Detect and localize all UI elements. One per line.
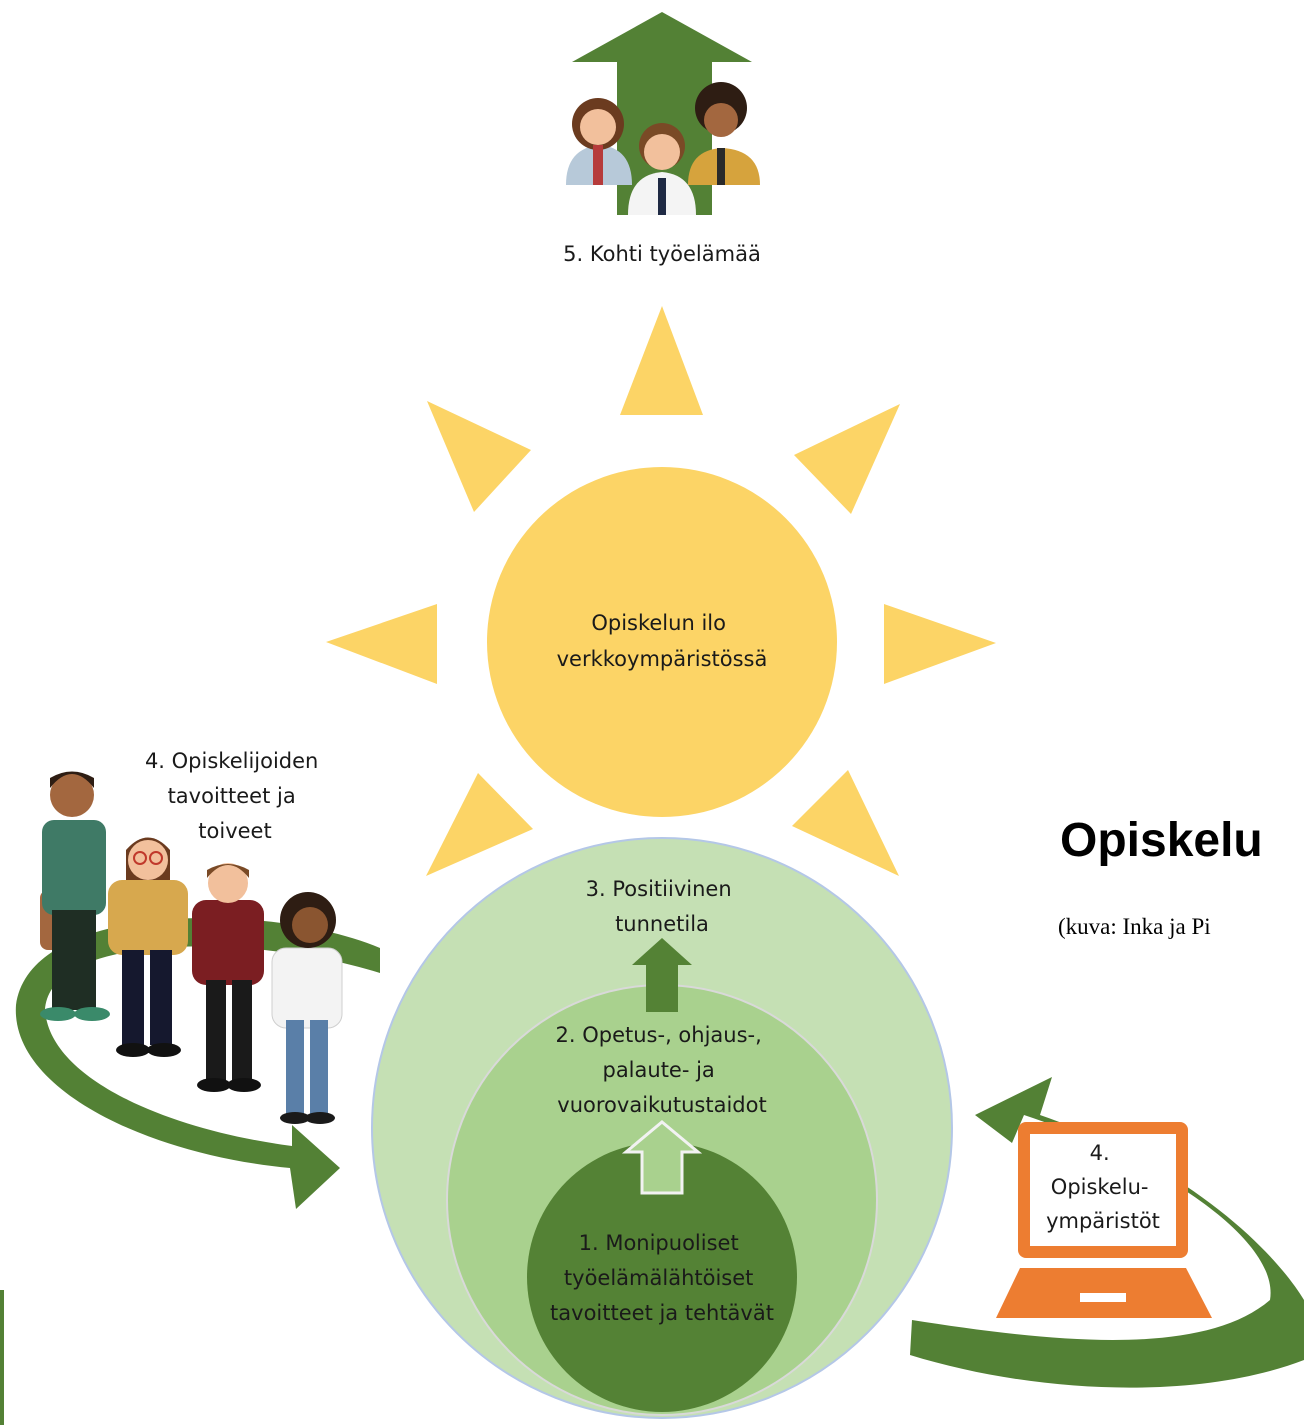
sun-ray-left	[326, 604, 437, 684]
outline-upward-arrow-icon	[621, 1120, 703, 1195]
sun-line-2: verkkoympäristössä	[557, 647, 768, 671]
career-arrow-group	[566, 12, 760, 215]
sun-rays	[326, 306, 996, 876]
upward-arrow-icon	[632, 938, 692, 1012]
student-figure-2	[108, 837, 188, 1057]
left-group-line-1: 4. Opiskelijoiden	[145, 749, 318, 773]
top-label: 5. Kohti työelämää	[563, 242, 761, 266]
sun-ray-top	[620, 306, 703, 415]
svg-text:2. Opetus-, ohjaus-, palau: 2. Opetus-, ohjaus-, palaute- ja vuorova…	[556, 1023, 769, 1117]
layer3-line-1: 3. Positiivinen	[586, 877, 732, 901]
right-curved-arrow	[910, 1077, 1304, 1388]
laptop-line-3: ympäristöt	[1046, 1209, 1160, 1233]
student-figure-1	[40, 771, 110, 1021]
left-curved-arrow	[15, 917, 380, 1209]
svg-text:4. Opiskelu- ympäristö: 4. Opiskelu- ympäristöt	[1046, 1141, 1160, 1233]
inner-circle	[527, 1142, 797, 1412]
sun-circle	[487, 467, 837, 817]
curved-arrow-icon	[15, 917, 380, 1209]
slide-title: Opiskelu	[1060, 814, 1263, 867]
sun-ray-bottom-right	[792, 770, 899, 876]
svg-text:1. Monipuoliset työelämälä: 1. Monipuoliset työelämälähtöiset tavoit…	[550, 1231, 774, 1325]
sun-line-1: Opiskelun ilo	[591, 611, 726, 635]
laptop-icon	[996, 1122, 1212, 1318]
student-figure-4	[271, 892, 343, 1124]
layer1-line-3: tavoitteet ja tehtävät	[550, 1301, 774, 1325]
laptop-line-1: 4.	[1090, 1141, 1110, 1165]
professionals-icon	[566, 82, 760, 215]
students-group-icon	[40, 771, 343, 1124]
student-figure-3	[192, 863, 264, 1092]
sun-ray-bottom-left	[426, 773, 533, 876]
sun-ray-top-right	[794, 404, 900, 514]
sun-ray-top-left	[427, 401, 531, 512]
left-group-line-3: toiveet	[198, 819, 271, 843]
left-edge-bar	[0, 1290, 4, 1425]
left-group-line-2: tavoitteet ja	[168, 784, 296, 808]
sun-ray-right	[884, 604, 996, 684]
svg-text:4. Opiskelijoiden tavoitte: 4. Opiskelijoiden tavoitteet ja toiveet	[145, 749, 325, 843]
layer2-line-3: vuorovaikutustaidot	[557, 1093, 766, 1117]
layer2-line-1: 2. Opetus-, ohjaus-,	[556, 1023, 762, 1047]
laptop-line-2: Opiskelu-	[1051, 1175, 1149, 1199]
layer1-line-2: työelämälähtöiset	[564, 1266, 753, 1290]
layer3-line-2: tunnetila	[615, 912, 709, 936]
layer1-line-1: 1. Monipuoliset	[579, 1231, 739, 1255]
svg-text:3. Positiivinen tunnetila: 3. Positiivinen tunnetila	[586, 877, 739, 936]
svg-text:Opiskelun ilo verkkoympäri: Opiskelun ilo verkkoympäristössä	[557, 611, 768, 671]
layer2-line-2: palaute- ja	[602, 1058, 714, 1082]
image-caption: (kuva: Inka ja Pi	[1058, 914, 1211, 939]
